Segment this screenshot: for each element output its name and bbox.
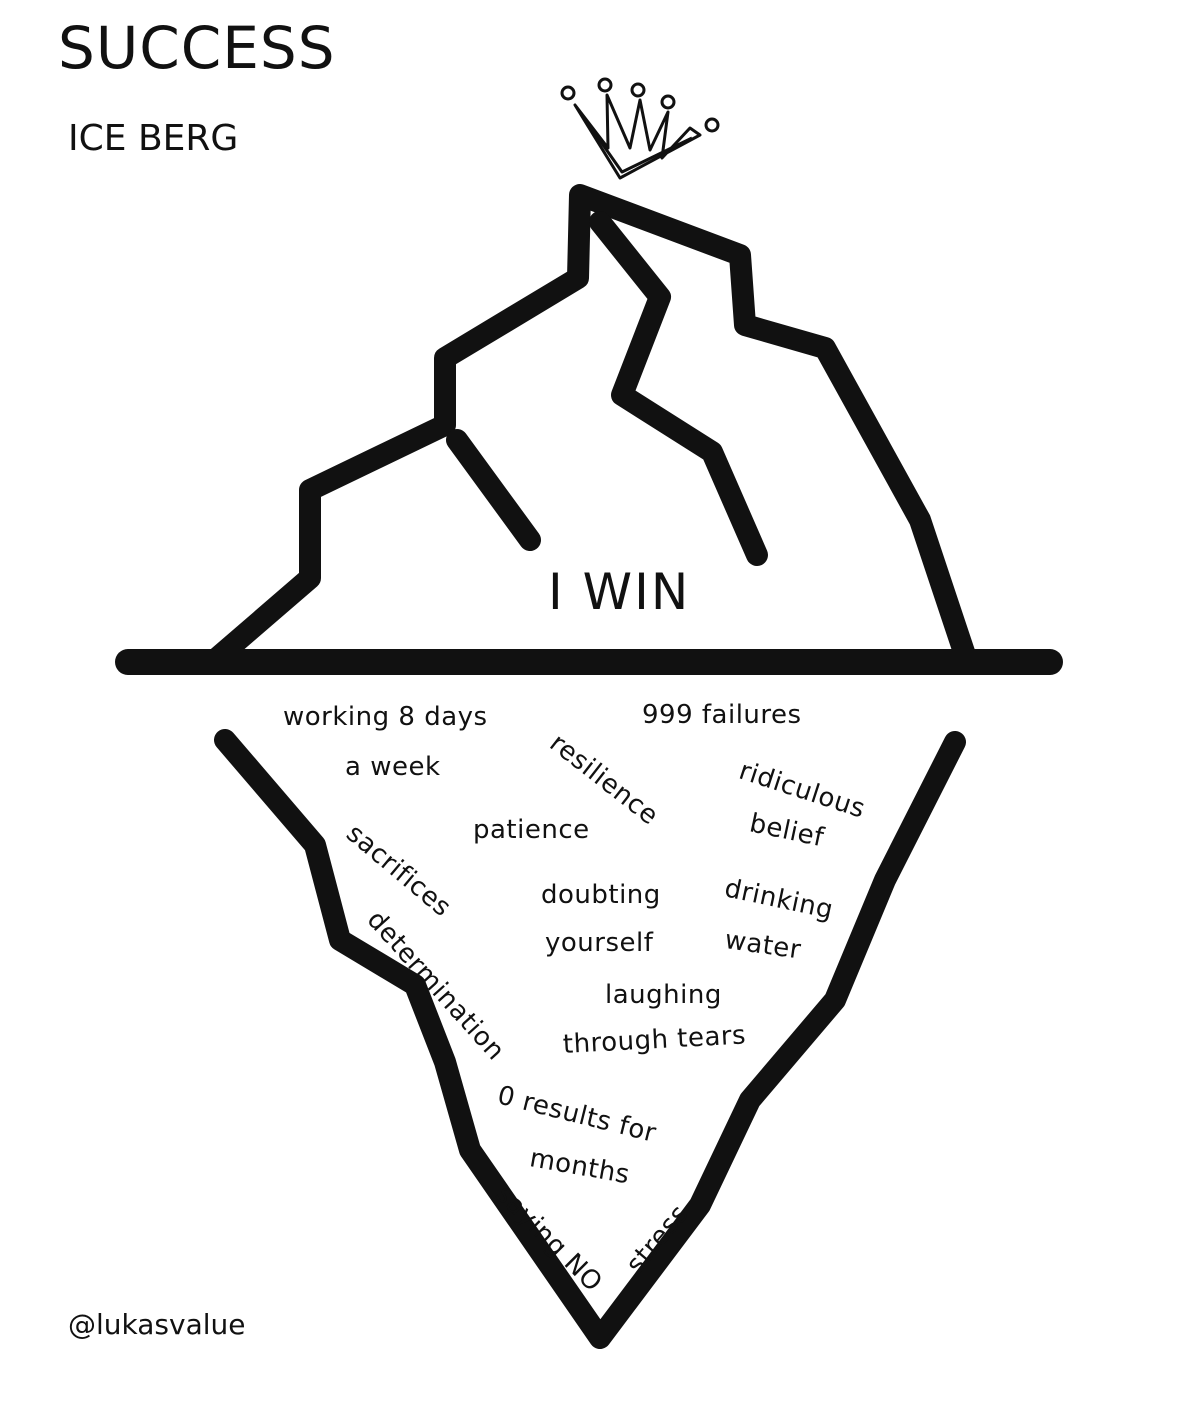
below-water-item: laughing [605, 980, 722, 1010]
below-water-item: patience [473, 815, 590, 845]
below-water-item: 999 failures [642, 700, 802, 730]
author-handle: @lukasvalue [68, 1308, 246, 1341]
crown-icon [560, 77, 720, 180]
subtitle: ICE BERG [68, 118, 239, 159]
iceberg-crack-left [446, 429, 541, 551]
below-water-item: yourself [545, 928, 654, 958]
above-water-label: I WIN [548, 563, 691, 621]
iceberg-tip-outline [204, 184, 976, 671]
below-water-item: a week [345, 752, 441, 782]
below-water-item: working 8 days [283, 702, 488, 732]
title: SUCCESS [58, 14, 336, 82]
below-water-item: doubting [541, 880, 661, 910]
iceberg-crack-right [589, 211, 768, 566]
iceberg-underwater-outline [214, 729, 966, 1349]
